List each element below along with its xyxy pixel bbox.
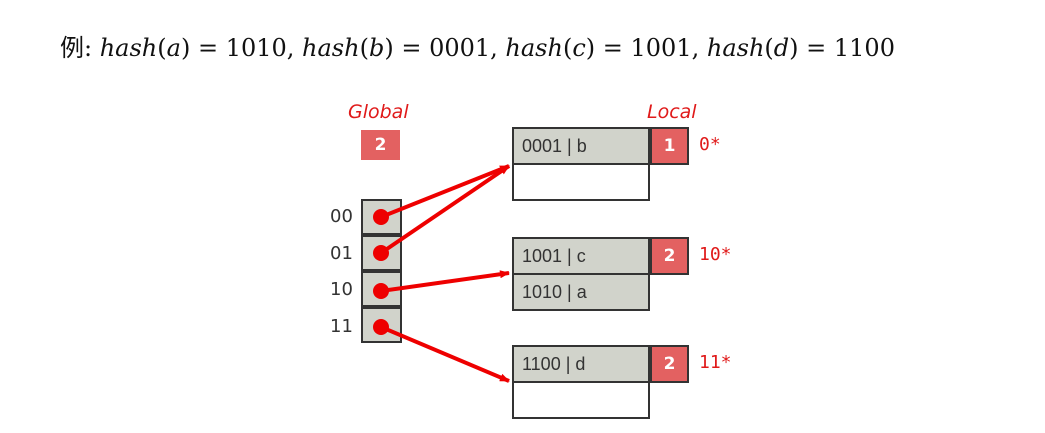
bucket-0-row-2 <box>512 163 650 201</box>
arrow-line <box>380 325 510 383</box>
local-label: Local <box>647 101 697 123</box>
bucket-2-row-2 <box>512 381 650 419</box>
bucket-1-pattern: 10* <box>699 244 732 265</box>
global-label: Global <box>348 101 409 123</box>
bucket-0-row-1: 0001 | b <box>512 127 650 165</box>
pointer-dot <box>373 319 389 335</box>
bucket-2-local-depth: 2 <box>650 345 689 383</box>
pointer-10-to-bucket-1 <box>373 270 510 299</box>
global-depth-box: 2 <box>361 130 400 160</box>
hash-b: hash(b) = 0001, <box>302 34 506 62</box>
hash-d: hash(d) = 1100 <box>706 34 895 62</box>
bucket-2-pattern: 11* <box>699 352 732 373</box>
dir-label-11: 11 <box>330 316 353 337</box>
pointer-01-to-bucket-0 <box>373 164 511 261</box>
pointer-dot <box>373 245 389 261</box>
arrow-line <box>380 270 510 293</box>
bucket-0-pattern: 0* <box>699 134 721 155</box>
dir-label-10: 10 <box>330 279 353 300</box>
arrow-line <box>380 164 510 219</box>
pointer-dot <box>373 283 389 299</box>
hash-c: hash(c) = 1001, <box>505 34 707 62</box>
bucket-0-local-depth: 1 <box>650 127 689 165</box>
bucket-1-local-depth: 2 <box>650 237 689 275</box>
hash-a: hash(a) = 1010, <box>99 34 303 62</box>
dir-label-01: 01 <box>330 243 353 264</box>
example-formula: 例: hash(a) = 1010, hash(b) = 0001, hash(… <box>60 28 895 63</box>
dir-slot-11 <box>361 307 402 343</box>
pointer-11-to-bucket-2 <box>373 319 510 383</box>
pointer-dot <box>373 209 389 225</box>
bucket-1-row-2: 1010 | a <box>512 273 650 311</box>
bucket-2-row-1: 1100 | d <box>512 345 650 383</box>
dir-label-00: 00 <box>330 206 353 227</box>
pointer-00-to-bucket-0 <box>373 164 510 225</box>
arrow-line <box>379 164 511 255</box>
example-prefix: 例: <box>60 34 100 62</box>
